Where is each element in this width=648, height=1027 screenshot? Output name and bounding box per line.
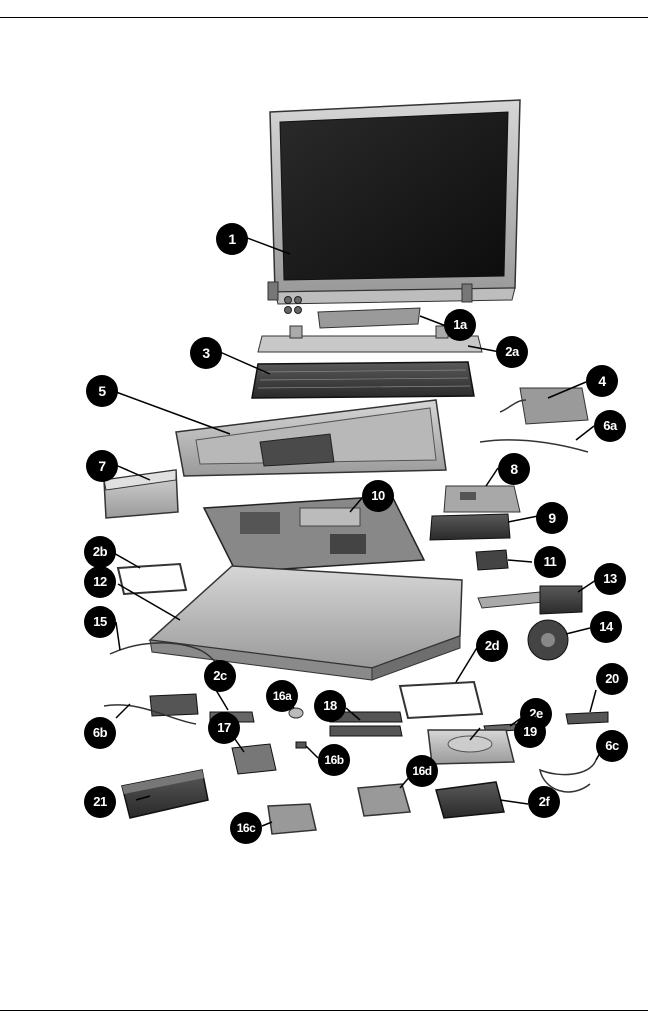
callout-16d: 16d [406, 755, 438, 787]
top-cover [175, 399, 447, 477]
footer-rule [0, 1010, 648, 1011]
callout-21: 21 [84, 786, 116, 818]
fan [527, 619, 569, 661]
callout-2f: 2f [528, 786, 560, 818]
cover-16d [357, 783, 411, 817]
callout-2b: 2b [84, 536, 116, 568]
switch-cover [257, 325, 483, 353]
callout-2c: 2c [204, 660, 236, 692]
cable-6a [479, 439, 589, 453]
processor-11 [475, 549, 509, 571]
callout-13: 13 [594, 563, 626, 595]
callout-2d: 2d [476, 630, 508, 662]
hard-drive [427, 729, 515, 765]
callout-16b: 16b [318, 744, 350, 776]
leader-lines [111, 235, 605, 827]
display-assembly [267, 99, 521, 305]
callout-4: 4 [586, 365, 618, 397]
callout-7: 7 [86, 450, 118, 482]
callout-19: 19 [514, 716, 546, 748]
pc-card-board [443, 485, 521, 513]
heat-sink [477, 585, 583, 615]
part-16b [295, 741, 307, 749]
keyboard [251, 361, 475, 399]
callout-6a: 6a [594, 410, 626, 442]
memory-cover-9 [429, 513, 511, 541]
callout-12: 12 [84, 566, 116, 598]
callout-3: 3 [190, 337, 222, 369]
callout-18: 18 [314, 690, 346, 722]
modem-with-cable [109, 642, 223, 717]
callout-10: 10 [362, 480, 394, 512]
rtc-battery [288, 707, 304, 719]
callout-17: 17 [208, 712, 240, 744]
callout-16c: 16c [230, 812, 262, 844]
optical-drive [103, 469, 179, 519]
callout-15: 15 [84, 606, 116, 638]
callout-14: 14 [590, 611, 622, 643]
base-enclosure [148, 565, 463, 681]
callout-11: 11 [534, 546, 566, 578]
bracket-2b [116, 562, 188, 596]
callout-2a: 2a [496, 336, 528, 368]
header-rule [0, 17, 648, 18]
bracket-2d [398, 680, 484, 720]
callout-9: 9 [536, 502, 568, 534]
callout-8: 8 [498, 453, 530, 485]
cable-6c [538, 759, 597, 793]
wireless-card [565, 711, 609, 725]
callout-1a: 1a [444, 309, 476, 341]
callout-6c: 6c [596, 730, 628, 762]
cable-6b [103, 704, 197, 725]
cover-2f [435, 781, 505, 819]
display-hinge-covers [284, 296, 421, 329]
callout-6b: 6b [84, 717, 116, 749]
callout-20: 20 [596, 663, 628, 695]
battery-pack [121, 769, 209, 819]
cover-16c [267, 803, 317, 835]
system-board [202, 495, 426, 573]
callout-1: 1 [216, 223, 248, 255]
mini-pci-card [231, 743, 277, 775]
callout-5: 5 [86, 375, 118, 407]
audio-board [499, 387, 589, 425]
callout-16a: 16a [266, 680, 298, 712]
